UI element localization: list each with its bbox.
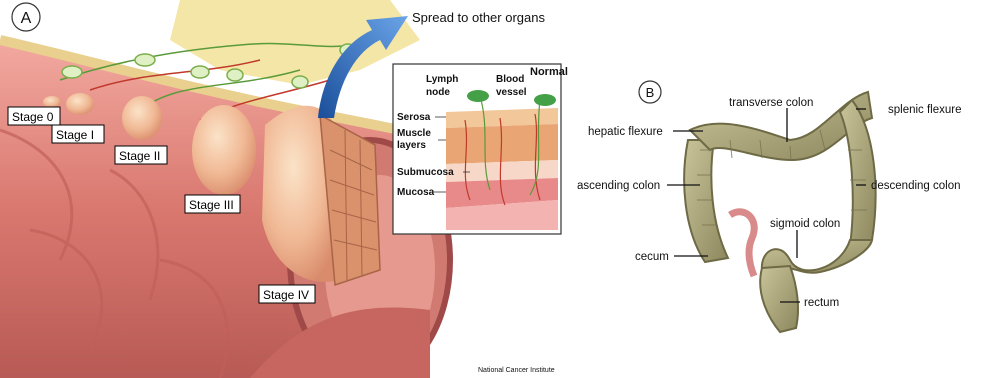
colon-b bbox=[684, 92, 875, 332]
normal-wall-inset: Normal Lymph node Blood vessel Serosa Mu… bbox=[393, 64, 568, 234]
panel-b: B bbox=[577, 81, 962, 332]
label-cecum: cecum bbox=[635, 251, 669, 263]
badge-a: A bbox=[21, 10, 32, 27]
label-rectum: rectum bbox=[804, 297, 839, 309]
svg-text:Stage I: Stage I bbox=[56, 128, 94, 142]
inset-muscle-1: Muscle bbox=[397, 128, 431, 139]
inset-submucosa: Submucosa bbox=[397, 167, 454, 178]
stage-label-0: Stage 0 bbox=[8, 107, 60, 125]
inset-blood-vessel-2: vessel bbox=[496, 87, 527, 98]
label-descending-colon: descending colon bbox=[871, 180, 961, 192]
stage-label-2: Stage II bbox=[115, 146, 167, 164]
label-ascending-colon: ascending colon bbox=[577, 180, 660, 192]
panel-a: A Spread to other organs Stage 0 Stage I… bbox=[0, 0, 568, 378]
inset-mucosa: Mucosa bbox=[397, 187, 435, 198]
credit: National Cancer Institute bbox=[478, 367, 555, 374]
stage-label-4: Stage IV bbox=[259, 285, 315, 303]
inset-muscle-2: layers bbox=[397, 140, 426, 151]
spread-label: Spread to other organs bbox=[412, 10, 545, 25]
tumor-stage1 bbox=[66, 93, 94, 115]
inset-serosa: Serosa bbox=[397, 112, 431, 123]
inset-lymph-node-2: node bbox=[426, 87, 450, 98]
label-splenic-flexure: splenic flexure bbox=[888, 104, 962, 116]
stage-label-1: Stage I bbox=[52, 125, 104, 143]
svg-text:Stage IV: Stage IV bbox=[263, 288, 309, 302]
tumor-stage0 bbox=[43, 96, 61, 108]
tumor-stage2 bbox=[122, 96, 162, 140]
inset-blood-vessel-1: Blood bbox=[496, 74, 524, 85]
tumor-stage3 bbox=[192, 105, 256, 195]
svg-text:Stage II: Stage II bbox=[119, 149, 160, 163]
inset-lymph-node-1: Lymph bbox=[426, 74, 458, 85]
inset-title: Normal bbox=[530, 66, 568, 78]
badge-b: B bbox=[646, 85, 655, 100]
svg-text:Stage III: Stage III bbox=[189, 198, 234, 212]
label-hepatic-flexure: hepatic flexure bbox=[588, 126, 663, 138]
label-sigmoid-colon: sigmoid colon bbox=[770, 218, 840, 230]
svg-text:Stage 0: Stage 0 bbox=[12, 110, 54, 124]
stage-label-3: Stage III bbox=[185, 195, 240, 213]
label-transverse-colon: transverse colon bbox=[729, 97, 813, 109]
